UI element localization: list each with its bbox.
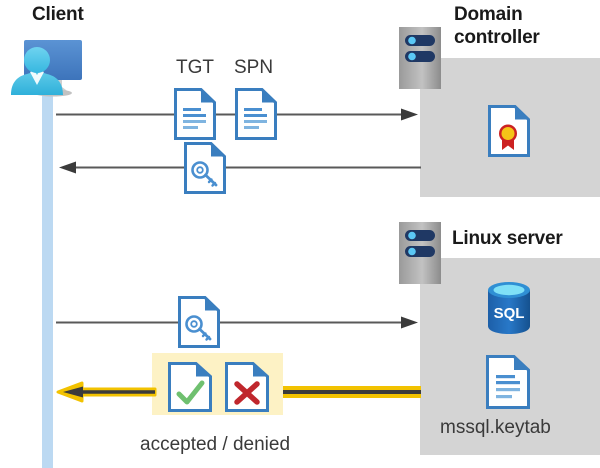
linux-server-title: Linux server — [452, 228, 563, 249]
flow-client-to-linux-line — [56, 316, 421, 330]
client-user-monitor-icon — [6, 27, 90, 97]
domain-controller-server-rack-icon — [399, 27, 441, 89]
document-denied-icon — [225, 362, 269, 412]
sql-database-label: SQL — [494, 305, 525, 322]
keytab-label: mssql.keytab — [440, 417, 551, 438]
domain-controller-title-line1: Domain — [454, 4, 523, 25]
document-certificate-icon — [488, 105, 530, 157]
client-title: Client — [32, 4, 84, 25]
flow-client-to-dc-line — [56, 108, 421, 122]
result-caption: accepted / denied — [140, 434, 291, 455]
flow-linux-to-client-arrow-left — [55, 380, 157, 404]
linux-server-rack-icon — [399, 222, 441, 284]
domain-controller-title: Domain controller — [454, 3, 600, 49]
flow-linux-to-client-arrow-right — [283, 385, 421, 399]
tgt-label: TGT — [176, 57, 214, 78]
ticket-key-document-icon-2 — [178, 296, 220, 348]
spn-document-icon — [235, 88, 277, 140]
domain-controller-title-line2: controller — [454, 27, 540, 48]
client-lifeline — [42, 72, 53, 468]
document-accepted-icon — [168, 362, 212, 412]
ticket-key-document-icon-1 — [184, 142, 226, 194]
tgt-document-icon — [174, 88, 216, 140]
document-keytab-icon — [486, 355, 530, 409]
flow-dc-to-client-line — [56, 161, 421, 175]
sql-database-icon: SQL — [482, 280, 536, 336]
spn-label: SPN — [234, 57, 274, 78]
